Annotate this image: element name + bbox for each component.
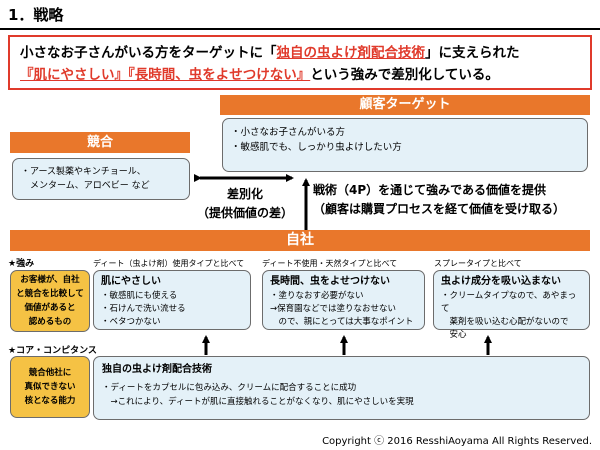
strength-title: 肌にやさしい: [101, 276, 161, 287]
strength-item: 安心: [441, 330, 467, 340]
differentiation-line-1: 差別化: [226, 187, 263, 201]
strength-definition-line: 価値があると: [24, 303, 76, 313]
core-competence-section-label: ★コア・コンピタンス: [8, 346, 97, 356]
differentiation-line-2: （提供価値の差）: [196, 206, 293, 220]
strength-title: 虫よけ成分を吸い込まない: [441, 276, 561, 287]
strength-definition-line: 認めるもの: [28, 317, 72, 327]
strength-item: ・塗りなおす必要がない: [270, 291, 364, 301]
value-proposition-label: 戦術（4P）を通じて強みである価値を提供 （顧客は購買プロセスを経て価値を受け取…: [313, 181, 600, 219]
summary-line2-highlight: 『肌にやさしい』『長時間、虫をよせつけない』: [20, 67, 311, 83]
competitor-item: ・アース製薬やキンチョール、: [21, 167, 146, 177]
competitor-item: メンターム、アロベビー など: [21, 181, 150, 191]
summary-line1-highlight: 独自の虫よけ剤配合技術: [276, 45, 426, 61]
strength-box-gentle-on-skin: 肌にやさしい ・敏感肌にも使える ・石けんで洗い流せる ・ベタつかない: [93, 270, 251, 330]
strength-comparison-3: スプレータイプと比べて: [434, 259, 522, 268]
strength-definition-box: お客様が、自社 と競合を比較して 価値があると 認めるもの: [10, 270, 90, 332]
core-competence-box: 独自の虫よけ剤配合技術 ・ディートをカプセルに包み込み、クリームに配合することに…: [93, 356, 590, 420]
customer-target-header: 顧客ターゲット: [220, 95, 590, 115]
competitor-box: ・アース製薬やキンチョール、 メンターム、アロベビー など: [12, 158, 190, 200]
differentiation-label: 差別化 （提供価値の差）: [190, 185, 300, 223]
core-competence-item: ・ディートをカプセルに包み込み、クリームに配合することに成功: [102, 383, 357, 393]
summary-line-1: 小さなお子さんがいる方をターゲットに「独自の虫よけ剤配合技術」に支えられた: [20, 42, 580, 64]
strength-item: ・クリームタイプなので、あやまって: [441, 291, 577, 314]
strength-item: ・敏感肌にも使える: [101, 291, 178, 301]
customer-item: ・敏感肌でも、しっかり虫よけしたい方: [231, 142, 402, 153]
strength-item: ・石けんで洗い流せる: [101, 304, 186, 314]
company-header: 自社: [10, 230, 590, 251]
summary-line-2: 『肌にやさしい』『長時間、虫をよせつけない』という強みで差別化している。: [20, 64, 580, 86]
summary-line1-suffix: 」に支えられた: [425, 45, 520, 61]
strength-section-label: ★強み: [8, 259, 35, 269]
value-proposition-line-1: 戦術（4P）を通じて強みである価値を提供: [313, 183, 547, 197]
strength-comparison-1: ディート（虫よけ剤）使用タイプと比べて: [93, 259, 245, 268]
customer-item: ・小さなお子さんがいる方: [231, 127, 346, 138]
strength-definition-line: お客様が、自社: [20, 275, 80, 285]
strength-item: ・ベタつかない: [101, 317, 161, 327]
customer-target-box: ・小さなお子さんがいる方 ・敏感肌でも、しっかり虫よけしたい方: [222, 118, 588, 172]
competitor-header: 競合: [10, 132, 190, 153]
strength-title: 長時間、虫をよせつけない: [270, 276, 390, 287]
strength-box-no-inhalation: 虫よけ成分を吸い込まない ・クリームタイプなので、あやまって 薬剤を吸い込む心配…: [433, 270, 590, 340]
core-definition-line: 核となる能力: [24, 396, 76, 406]
copyright-notice: Copyright ⓒ 2016 ResshiAoyama All Rights…: [322, 436, 592, 447]
strength-comparison-2: ディート不使用・天然タイプと比べて: [262, 259, 398, 268]
title-underline: [0, 28, 600, 30]
page-title: 1．戦略: [8, 6, 64, 24]
core-definition-line: 競合他社に: [28, 368, 72, 378]
strength-item: ので、親にとっては大事なポイント: [270, 317, 414, 327]
summary-line1-prefix: 小さなお子さんがいる方をターゲットに「: [20, 45, 277, 61]
value-proposition-line-2: （顧客は購買プロセスを経て価値を受け取る）: [313, 202, 566, 216]
strength-definition-line: と競合を比較して: [16, 289, 84, 299]
strength-item: 薬剤を吸い込む心配がないので: [441, 317, 569, 327]
core-competence-definition-box: 競合他社に 真似できない 核となる能力: [10, 356, 90, 418]
strength-box-long-lasting: 長時間、虫をよせつけない ・塗りなおす必要がない →保育園などでは塗りなおせない…: [262, 270, 425, 330]
core-competence-item: →これにより、ディートが肌に直接触れることがなくなり、肌にやさしいを実現: [102, 397, 414, 407]
summary-line2-suffix: という強みで差別化している。: [310, 67, 499, 83]
core-competence-title: 独自の虫よけ剤配合技術: [102, 364, 212, 375]
core-definition-line: 真似できない: [24, 382, 76, 392]
summary-box: 小さなお子さんがいる方をターゲットに「独自の虫よけ剤配合技術」に支えられた 『肌…: [8, 35, 592, 90]
strength-item: →保育園などでは塗りなおせない: [270, 304, 396, 314]
